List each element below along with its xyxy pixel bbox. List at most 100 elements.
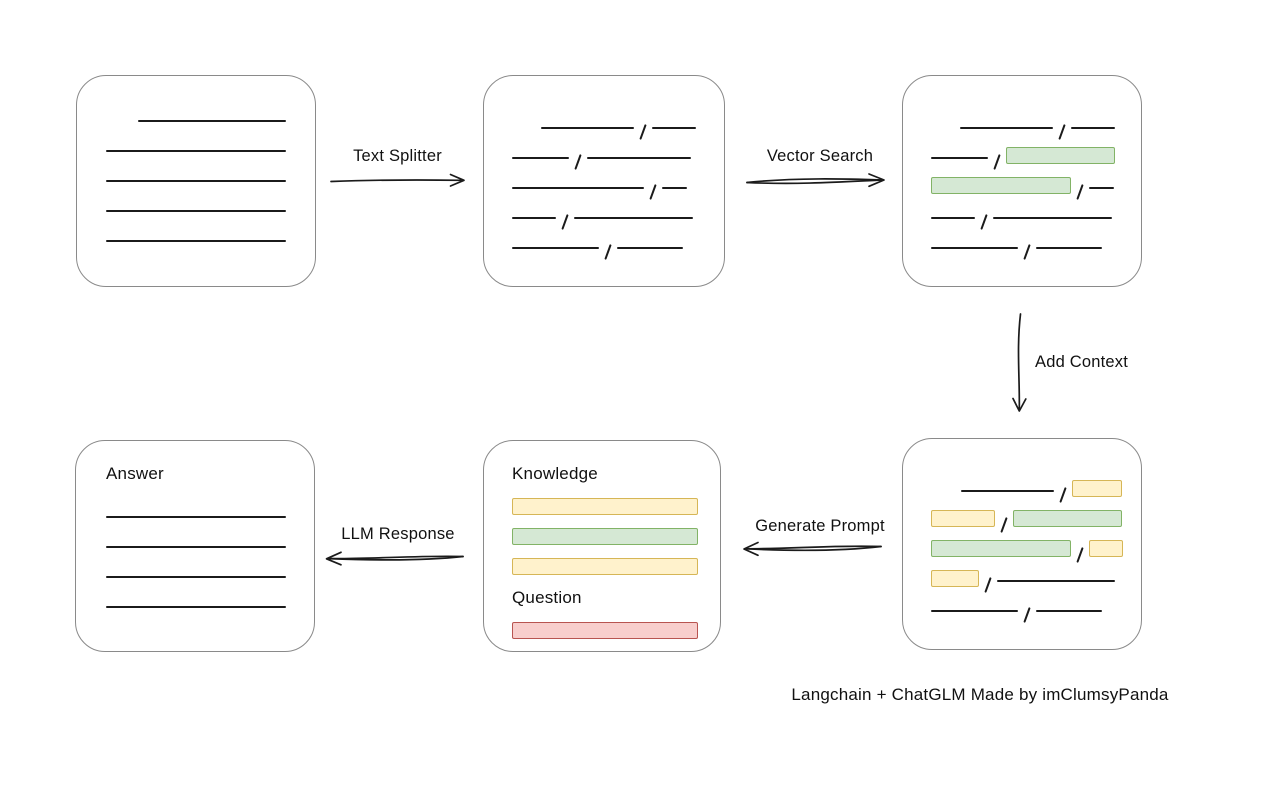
vector-search-label: Vector Search — [766, 147, 874, 165]
llm-response-arrow — [325, 551, 464, 566]
text-row — [931, 137, 1141, 170]
text-line — [138, 120, 286, 122]
text-row — [931, 470, 1141, 503]
slash-separator — [1023, 244, 1031, 260]
text-row — [106, 190, 315, 220]
text-row — [931, 560, 1141, 593]
text-row — [512, 227, 724, 260]
indent-gap — [931, 136, 960, 137]
arrow-shaft — [746, 178, 883, 184]
text-row — [106, 130, 315, 160]
prompt-box: Knowledge Question — [483, 440, 721, 652]
text-line — [1036, 247, 1103, 249]
yellow-highlight-chip — [931, 570, 979, 587]
green-highlight-chip — [931, 540, 1071, 557]
arrowhead-left-icon — [743, 541, 759, 557]
text-row — [512, 197, 724, 230]
text-line — [961, 490, 1054, 492]
text-line — [931, 610, 1018, 612]
text-row — [106, 220, 315, 250]
text-row — [931, 227, 1141, 260]
vector-matches-box — [902, 75, 1142, 287]
text-row — [512, 551, 720, 581]
arrowhead-right-icon — [449, 173, 465, 187]
indent-gap — [931, 499, 961, 500]
generate-prompt-label: Generate Prompt — [755, 517, 885, 535]
yellow-highlight-chip — [931, 510, 995, 527]
knowledge-chips — [512, 491, 720, 581]
arrow-shaft — [1017, 313, 1022, 410]
text-row — [106, 586, 314, 616]
text-line — [1036, 610, 1103, 612]
arrow-shaft — [330, 179, 462, 183]
generate-prompt-arrow — [743, 541, 882, 557]
text-line — [931, 247, 1018, 249]
answer-label: Answer — [106, 464, 164, 483]
slash-separator — [604, 244, 612, 260]
text-splitter-label: Text Splitter — [353, 147, 442, 165]
answer-box-content: Answer — [76, 441, 314, 616]
text-row — [931, 500, 1141, 533]
indent-gap — [106, 129, 138, 130]
yellow-highlight-chip — [1072, 480, 1123, 497]
text-line — [106, 516, 286, 518]
text-row — [106, 556, 314, 586]
text-row — [931, 590, 1141, 623]
green-highlight-chip — [1013, 510, 1123, 527]
text-row — [512, 137, 724, 170]
text-line — [1089, 187, 1115, 189]
text-line — [106, 210, 286, 212]
llm-response-label: LLM Response — [341, 525, 455, 543]
arrowhead-right-icon — [868, 173, 885, 188]
text-row — [512, 167, 724, 200]
add-context-arrow — [1012, 313, 1027, 412]
text-row — [931, 530, 1141, 563]
text-line — [106, 576, 286, 578]
slash-separator — [1023, 607, 1031, 623]
add-context-label: Add Context — [1035, 353, 1129, 371]
text-line — [512, 187, 644, 189]
text-line — [617, 247, 684, 249]
text-line — [652, 127, 697, 129]
question-chip — [512, 615, 720, 645]
arrowhead-left-icon — [325, 551, 342, 566]
text-line — [512, 247, 599, 249]
text-row — [512, 521, 720, 551]
text-row — [106, 496, 314, 526]
text-line — [1071, 127, 1116, 129]
arrowhead-down-icon — [1012, 397, 1027, 412]
text-row — [512, 107, 724, 140]
arrow-shaft — [327, 555, 464, 561]
vector-search-arrow — [746, 173, 885, 188]
red-highlight-chip — [512, 621, 698, 639]
text-line — [541, 127, 634, 129]
question-label: Question — [512, 588, 582, 607]
arrow-shaft-double — [746, 179, 883, 185]
indent-gap — [512, 136, 541, 137]
vector-match-lines — [903, 76, 1141, 260]
prompt-box-content: Knowledge Question — [484, 441, 720, 645]
text-row — [931, 107, 1141, 140]
context-chunks-box — [902, 438, 1142, 650]
text-line — [512, 217, 556, 219]
text-line — [931, 157, 988, 159]
arrow-shaft-double — [327, 555, 464, 560]
text-line — [106, 240, 286, 242]
text-row — [512, 615, 720, 645]
yellow-highlight-chip — [512, 557, 698, 575]
text-line — [587, 157, 692, 159]
yellow-highlight-chip — [512, 497, 698, 515]
text-line — [106, 546, 286, 548]
text-line — [106, 180, 286, 182]
text-row — [931, 197, 1141, 230]
text-line — [574, 217, 694, 219]
text-line — [960, 127, 1053, 129]
arrow-shaft-double — [745, 545, 882, 550]
answer-box: Answer — [75, 440, 315, 652]
text-row — [931, 167, 1141, 200]
credit-caption: Langchain + ChatGLM Made by imClumsyPand… — [791, 685, 1169, 704]
green-highlight-chip — [931, 177, 1071, 194]
green-highlight-chip — [1006, 147, 1116, 164]
text-line — [662, 187, 688, 189]
text-line — [106, 606, 286, 608]
